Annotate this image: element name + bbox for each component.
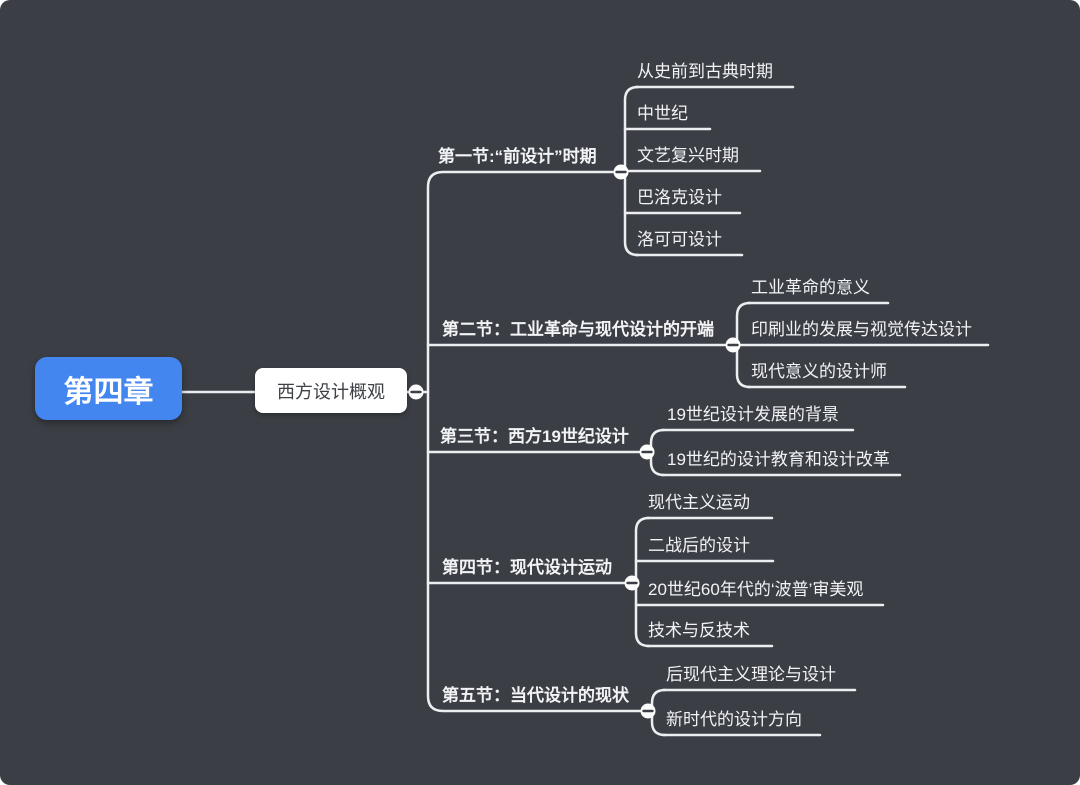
branch4-child2-node[interactable]: 二战后的设计 xyxy=(648,536,750,555)
branch1-child3-node[interactable]: 文艺复兴时期 xyxy=(637,146,739,165)
root-node-chapter[interactable]: 第四章 xyxy=(35,357,182,420)
branch2-node[interactable]: 第二节：工业革命与现代设计的开端 xyxy=(442,320,714,339)
branch4-child4-node[interactable]: 技术与反技术 xyxy=(648,621,750,640)
root-node-label: 第四章 xyxy=(63,375,154,409)
branch1-node[interactable]: 第一节:“前设计”时期 xyxy=(438,147,597,166)
branch5-node[interactable]: 第五节：当代设计的现状 xyxy=(442,686,629,705)
branch1-child1-node[interactable]: 从史前到古典时期 xyxy=(637,62,773,81)
collapse-button-branch5[interactable] xyxy=(640,703,656,719)
collapse-button-branch4[interactable] xyxy=(624,575,640,591)
topic-node[interactable]: 西方设计概观 xyxy=(255,368,407,413)
branch3-node[interactable]: 第三节：西方19世纪设计 xyxy=(440,427,629,446)
main-trunk xyxy=(426,170,642,713)
branch2-child1-node[interactable]: 工业革命的意义 xyxy=(751,278,870,297)
collapse-button-branch2[interactable] xyxy=(725,337,741,353)
branch3-child1-node[interactable]: 19世纪设计发展的背景 xyxy=(667,405,839,424)
branch5-child1-node[interactable]: 后现代主义理论与设计 xyxy=(666,665,836,684)
collapse-button-topic[interactable] xyxy=(408,384,424,400)
collapse-button-branch3[interactable] xyxy=(639,444,655,460)
branch5-child2-node[interactable]: 新时代的设计方向 xyxy=(666,710,802,729)
branch1-child5-node[interactable]: 洛可可设计 xyxy=(637,230,722,249)
branch2-child3-node[interactable]: 现代意义的设计师 xyxy=(751,362,887,381)
branch2-child2-node[interactable]: 印刷业的发展与视觉传达设计 xyxy=(751,320,972,339)
branch3-child2-node[interactable]: 19世纪的设计教育和设计改革 xyxy=(667,450,890,469)
branch4-node[interactable]: 第四节：现代设计运动 xyxy=(442,558,612,577)
branch1-child4-node[interactable]: 巴洛克设计 xyxy=(637,188,722,207)
branch1-child2-node[interactable]: 中世纪 xyxy=(637,104,688,123)
collapse-button-branch1[interactable] xyxy=(613,164,629,180)
branch4-child3-node[interactable]: 20世纪60年代的‘波普’审美观 xyxy=(648,580,864,599)
topic-node-label: 西方设计概观 xyxy=(277,381,385,402)
branch4-child1-node[interactable]: 现代主义运动 xyxy=(648,493,750,512)
